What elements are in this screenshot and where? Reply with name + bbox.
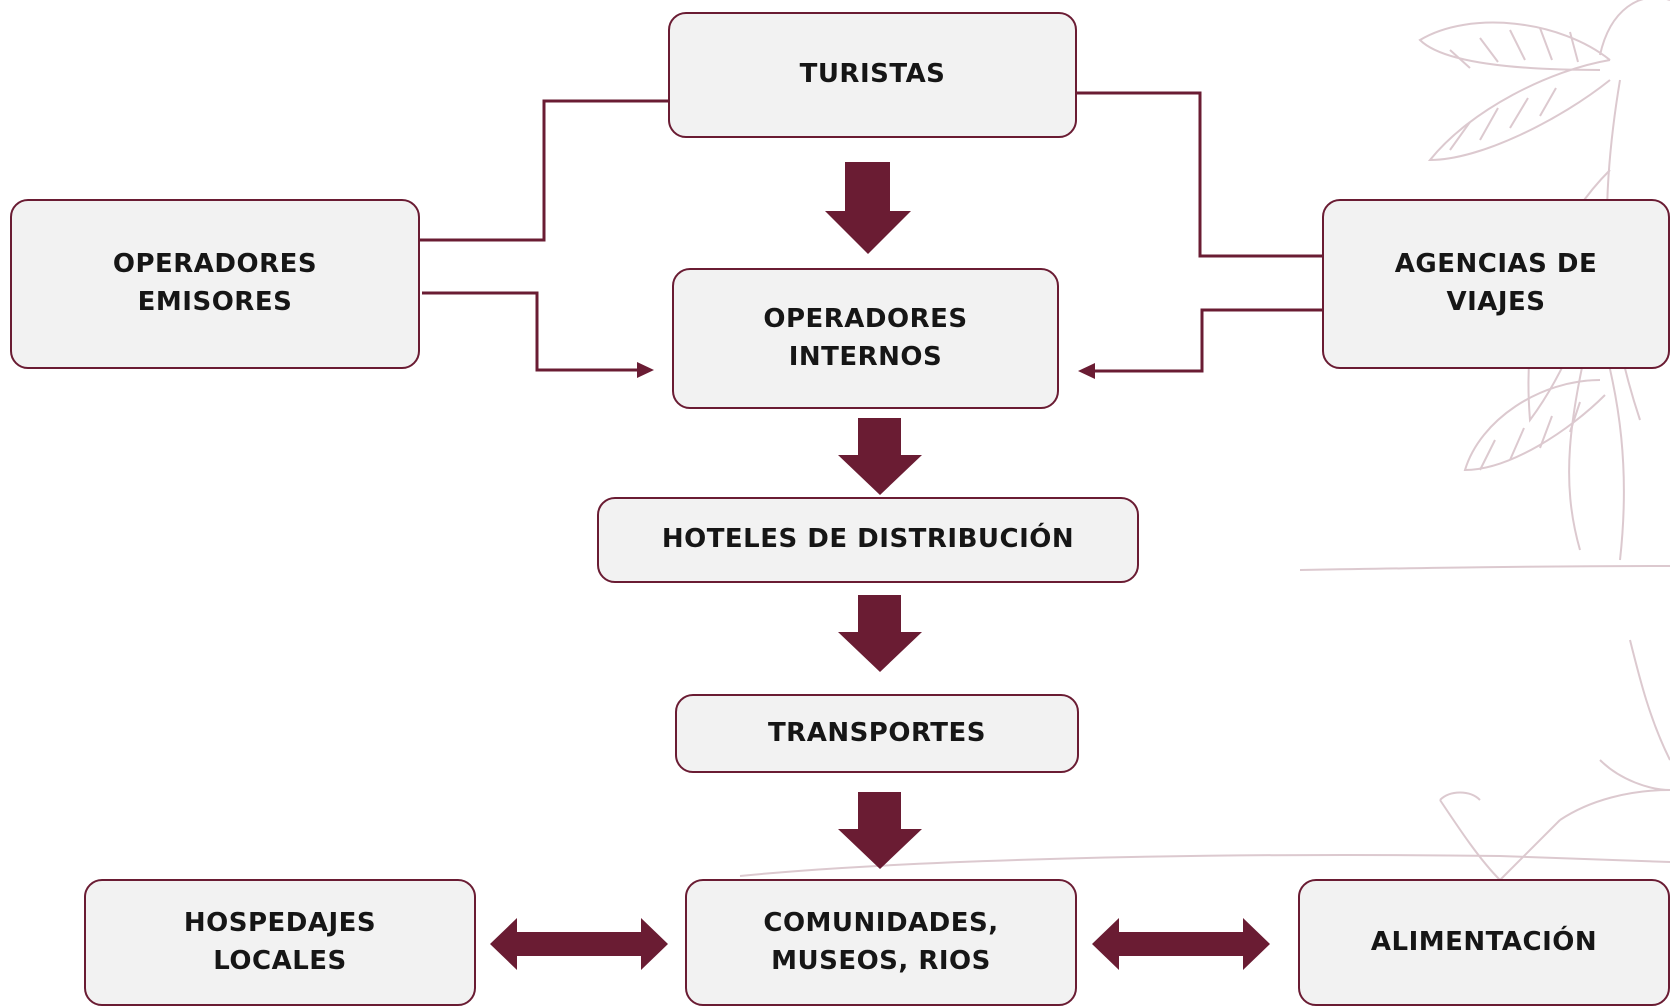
node-operadores-emisores[interactable]: OPERADORES EMISORES [10,199,420,369]
double-arrow-comunidades-alimentacion [1092,918,1270,970]
node-label-line: LOCALES [213,945,347,976]
node-label-line: VIAJES [1446,287,1546,317]
node-label-line: MUSEOS, RIOS [771,945,991,976]
block-arrow-transportes-comunidades [838,792,922,869]
node-agencias-de-viajes[interactable]: AGENCIAS DE VIAJES [1322,199,1670,369]
connector-turistas-emisores [420,99,668,242]
arrowhead-left [1078,363,1095,379]
connector-turistas-agencias [1077,91,1322,258]
double-arrow-hospedajes-comunidades [490,918,668,970]
node-label: ALIMENTACIÓN [1370,926,1598,957]
node-label-line: OPERADORES [112,249,318,280]
node-hoteles-de-distribucion[interactable]: HOTELES DE DISTRIBUCIÓN [597,497,1139,583]
node-label: TURISTAS [799,59,946,90]
node-label-line: OPERADORES [763,303,968,334]
node-label-line: AGENCIAS DE [1394,249,1598,280]
node-label: TRANSPORTES [767,717,987,748]
node-label-line: HOSPEDAJES [183,907,377,938]
node-label-line: COMUNIDADES, [763,907,999,938]
connector-agencias-internos [1090,308,1322,373]
node-alimentacion[interactable]: ALIMENTACIÓN [1298,879,1670,1006]
arrowhead-right [637,362,654,378]
node-comunidades-museos-rios[interactable]: COMUNIDADES, MUSEOS, RIOS [685,879,1077,1006]
node-label-line: INTERNOS [788,341,943,372]
node-label: HOTELES DE DISTRIBUCIÓN [661,524,1075,555]
node-turistas[interactable]: TURISTAS [668,12,1077,138]
node-transportes[interactable]: TRANSPORTES [675,694,1079,773]
block-arrow-turistas-internos [825,162,911,254]
connector-emisores-internos [422,291,642,372]
node-hospedajes-locales[interactable]: HOSPEDAJES LOCALES [84,879,476,1006]
block-arrow-internos-hoteles [838,418,922,495]
node-operadores-internos[interactable]: OPERADORES INTERNOS [672,268,1059,409]
block-arrow-hoteles-transportes [838,595,922,672]
node-label-line: EMISORES [137,287,293,317]
